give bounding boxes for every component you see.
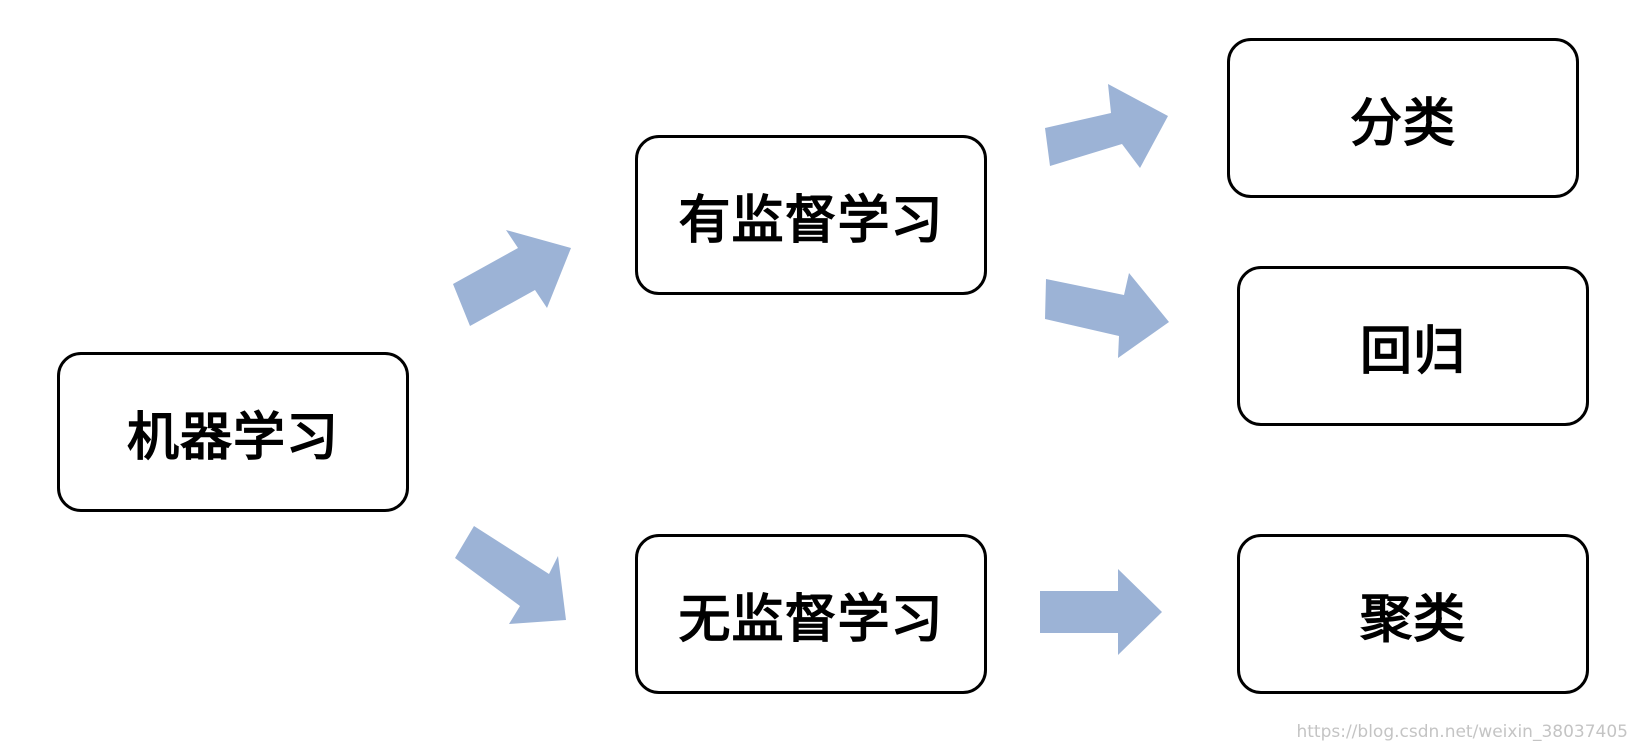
node-regression-label: 回归 <box>1359 321 1466 382</box>
node-machine-learning: 机器学习 <box>57 352 409 512</box>
arrow-supervised-to-classification <box>1045 84 1168 168</box>
node-classification: 分类 <box>1227 38 1579 198</box>
arrow-ml-to-unsupervised <box>455 526 566 624</box>
node-machine-learning-label: 机器学习 <box>126 407 339 468</box>
node-unsupervised-learning-label: 无监督学习 <box>678 589 944 650</box>
arrow-unsupervised-to-clustering <box>1040 569 1162 655</box>
node-classification-label: 分类 <box>1349 93 1456 154</box>
node-supervised-learning-label: 有监督学习 <box>678 190 944 251</box>
node-unsupervised-learning: 无监督学习 <box>635 534 987 694</box>
node-regression: 回归 <box>1237 266 1589 426</box>
node-clustering: 聚类 <box>1237 534 1589 694</box>
watermark-url: https://blog.csdn.net/weixin_38037405 <box>1296 722 1628 742</box>
node-clustering-label: 聚类 <box>1359 589 1466 650</box>
arrow-ml-to-supervised <box>453 230 571 326</box>
arrow-supervised-to-regression <box>1045 273 1169 358</box>
node-supervised-learning: 有监督学习 <box>635 135 987 295</box>
